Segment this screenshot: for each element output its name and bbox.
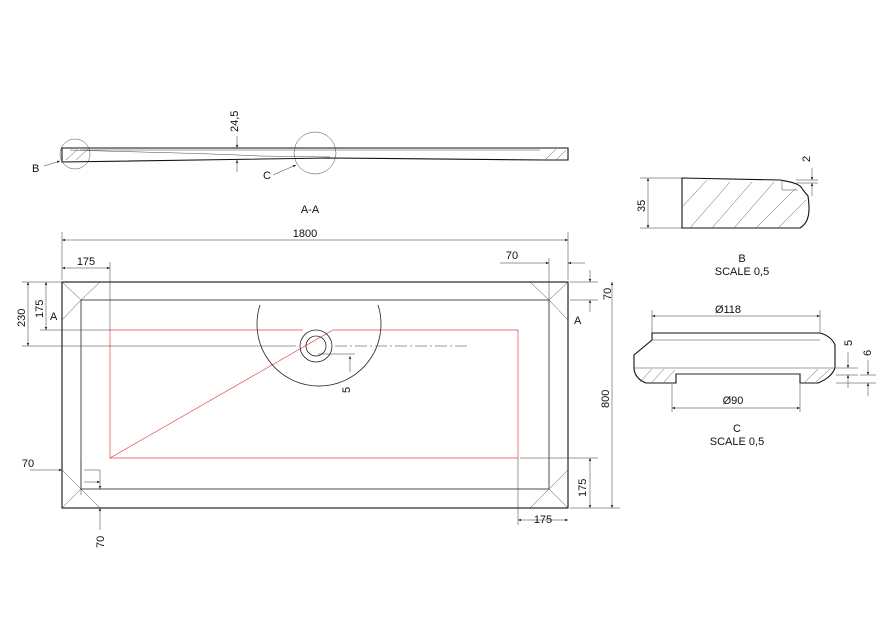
- drain-offset-dim: 5: [341, 387, 353, 393]
- detail-c-inner-dia-dim: Ø90: [723, 395, 744, 407]
- detail-b-circle: [59, 138, 91, 170]
- plan-dimensions: 1800 175 70 70 800 175 175 230: [16, 228, 620, 548]
- detail-c-title: C: [733, 423, 741, 435]
- section-mark-right: A: [574, 315, 582, 327]
- bottom-175-dim: 175: [534, 514, 552, 526]
- left-70-dim: 70: [22, 458, 34, 470]
- length-dim: 1800: [293, 228, 317, 240]
- detail-c-h2-dim: 6: [862, 350, 874, 356]
- drain-y-dim: 230: [16, 309, 28, 327]
- width-dim: 800: [600, 390, 612, 408]
- detail-b-scale: SCALE 0,5: [715, 266, 769, 278]
- section-view: B C 24,5 A-A: [32, 111, 569, 216]
- detail-c-outer-dia-dim: Ø118: [715, 304, 741, 316]
- section-mark-left: A: [50, 311, 58, 323]
- thickness-dim: 24,5: [229, 111, 241, 132]
- detail-b-lip-dim: 2: [801, 156, 813, 162]
- left-175-dim: 175: [34, 300, 46, 318]
- detail-c-scale: SCALE 0,5: [710, 436, 764, 448]
- detail-b-marker: B: [32, 163, 39, 175]
- detail-c-circle: [293, 131, 337, 175]
- section-label: A-A: [301, 204, 320, 216]
- drain-outer: [299, 329, 333, 363]
- right-175-dim: 175: [577, 479, 589, 497]
- detail-b-title: B: [738, 253, 745, 265]
- detail-b-height-dim: 35: [636, 200, 648, 212]
- detail-c-marker: C: [263, 170, 271, 182]
- drain-inner: [305, 335, 327, 357]
- plan-view: 5 A A: [50, 281, 582, 509]
- bottom-70-dim: 70: [95, 536, 107, 548]
- top-left-175-dim: 175: [77, 256, 95, 268]
- top-right-70-dim: 70: [506, 250, 518, 262]
- detail-c-view: Ø118 Ø90 5 6 C SCALE 0,5: [633, 304, 876, 448]
- detail-c-h1-dim: 5: [843, 340, 855, 346]
- detail-b-view: 35 2 B SCALE 0,5: [636, 156, 818, 278]
